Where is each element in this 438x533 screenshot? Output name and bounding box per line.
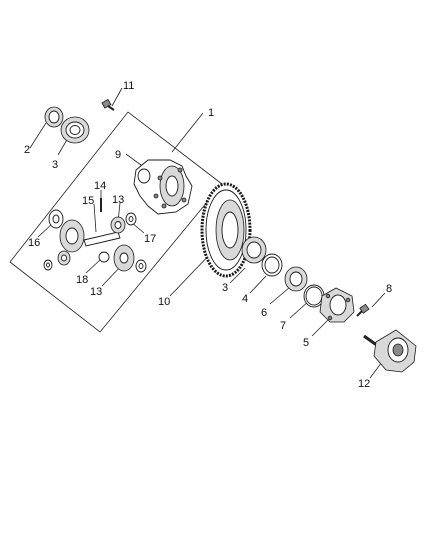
callout-3-lower: 3: [222, 282, 228, 294]
tapered-bearing-3-lower: [241, 236, 267, 264]
callout-6: 6: [261, 307, 267, 319]
callout-8: 8: [386, 283, 392, 295]
pinion-gear-lower-left: [57, 250, 71, 266]
callout-13-lower: 13: [90, 286, 102, 298]
callout-17: 17: [144, 233, 156, 245]
thrust-washer-16: [48, 209, 64, 229]
callout-3-upper: 3: [52, 159, 58, 171]
callout-7: 7: [280, 320, 286, 332]
retainer-5: [319, 287, 355, 323]
o-ring-7: [303, 284, 325, 308]
callout-5: 5: [303, 337, 309, 349]
callout-12: 12: [358, 378, 370, 390]
callout-16: 16: [28, 237, 40, 249]
callout-9: 9: [115, 149, 121, 161]
side-gear-13-lower: [113, 244, 135, 272]
cross-shaft-15: [83, 231, 121, 247]
callout-labels: 1 2 3 9 11 14 15 13 16 17 18 13 10 3 4 6…: [24, 80, 392, 390]
bearing-cup-2: [44, 106, 64, 128]
washer-lower-right: [135, 259, 147, 273]
bearing-cup-6: [284, 266, 308, 292]
differential-case-9: [133, 159, 193, 215]
bolt-11: [101, 98, 115, 111]
callout-18: 18: [76, 274, 88, 286]
snap-ring-18: [98, 251, 110, 263]
callout-14: 14: [94, 180, 106, 192]
shim-4: [261, 253, 283, 277]
ring-gear-10: [200, 182, 252, 278]
washer-17: [125, 212, 137, 226]
callout-4: 4: [242, 293, 248, 305]
callout-2: 2: [24, 144, 30, 156]
bolt-8: [356, 303, 370, 317]
output-flange-12: [363, 329, 417, 373]
callout-10: 10: [158, 296, 170, 308]
washer-lower-left: [43, 259, 53, 271]
callout-15: 15: [82, 195, 94, 207]
callout-11: 11: [123, 80, 134, 92]
side-gear-left: [59, 219, 85, 253]
tapered-bearing-3-upper: [60, 116, 90, 144]
callout-1: 1: [208, 107, 214, 119]
pinion-gear-13-upper: [110, 216, 126, 234]
callout-13-upper: 13: [112, 194, 124, 206]
